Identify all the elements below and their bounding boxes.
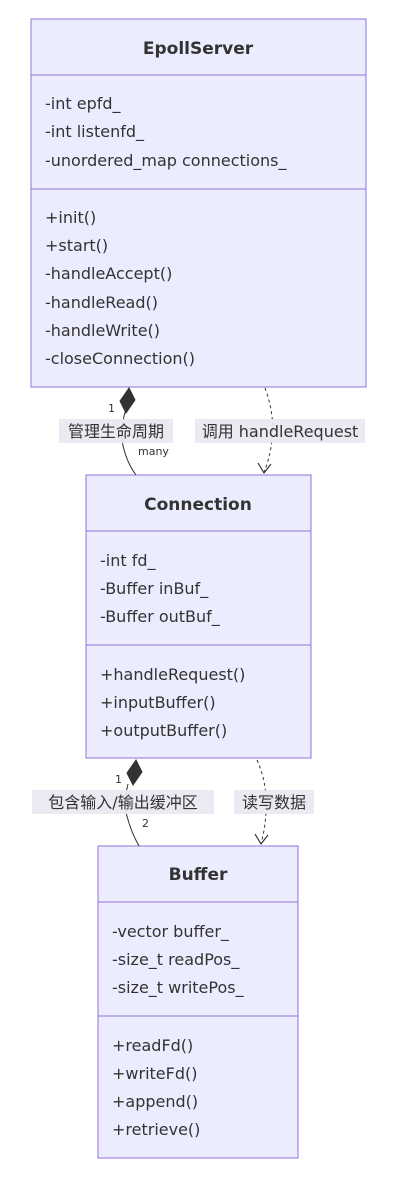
class-buffer-method: +append(): [112, 1092, 198, 1111]
composition-diamond-icon: [126, 759, 143, 786]
multiplicity-label: 1: [108, 402, 115, 415]
class-buffer-method: +readFd(): [112, 1036, 193, 1055]
class-epollserver-method: -handleRead(): [45, 293, 158, 312]
edge-connection-rw: 读写数据: [234, 759, 314, 846]
class-epollserver-attr: -int epfd_: [45, 94, 122, 114]
dependency-arrow-icon: [257, 462, 272, 475]
dependency-arrow-icon: [254, 833, 269, 846]
class-epollserver-method: +init(): [45, 208, 96, 227]
class-connection-method: +handleRequest(): [100, 665, 245, 684]
class-buffer-attr: -vector buffer_: [112, 922, 230, 942]
class-epollserver-attr: -unordered_map connections_: [45, 151, 287, 171]
edge-label: 管理生命周期: [68, 422, 164, 441]
multiplicity-label: many: [138, 445, 169, 458]
edge-label: 调用 handleRequest: [202, 422, 359, 441]
class-connection-attr: -int fd_: [100, 551, 157, 571]
class-connection-attr: -Buffer inBuf_: [100, 579, 209, 599]
class-epollserver-title: EpollServer: [143, 39, 254, 59]
class-buffer-method: +writeFd(): [112, 1064, 197, 1083]
class-connection-box: [85, 474, 312, 759]
multiplicity-label: 1: [115, 773, 122, 786]
class-connection-title: Connection: [144, 495, 252, 515]
class-epollserver-attr: -int listenfd_: [45, 122, 145, 142]
class-buffer-title: Buffer: [169, 865, 228, 885]
edge-label: 包含输入/输出缓冲区: [48, 793, 197, 812]
class-connection-method: +outputBuffer(): [100, 721, 227, 740]
class-buffer-attr: -size_t writePos_: [112, 978, 245, 998]
edge-label-bg: [59, 419, 173, 443]
edge-epoll-calls: 调用 handleRequest: [195, 387, 365, 475]
class-epollserver-method: -handleWrite(): [45, 321, 160, 340]
class-epollserver-method: -closeConnection(): [45, 349, 195, 368]
class-epollserver-method: +start(): [45, 236, 108, 255]
edge-label: 读写数据: [242, 793, 306, 812]
class-connection[interactable]: Connection -int fd_ -Buffer inBuf_ -Buff…: [85, 474, 312, 759]
multiplicity-label: 2: [142, 817, 149, 830]
class-epollserver-box: [30, 18, 367, 388]
edge-connection-buffer: 1 2 包含输入/输出缓冲区: [32, 759, 214, 847]
class-connection-method: +inputBuffer(): [100, 693, 216, 712]
edge-epoll-connection: 1 many 管理生命周期: [59, 387, 173, 476]
composition-diamond-icon: [119, 387, 136, 414]
edge-label-bg: [195, 419, 365, 443]
class-epollserver-method: -handleAccept(): [45, 264, 172, 283]
class-epollserver[interactable]: EpollServer -int epfd_ -int listenfd_ -u…: [30, 18, 367, 388]
class-buffer[interactable]: Buffer -vector buffer_ -size_t readPos_ …: [97, 845, 299, 1159]
edge-label-bg: [234, 790, 314, 814]
class-buffer-box: [97, 845, 299, 1159]
class-buffer-attr: -size_t readPos_: [112, 950, 240, 970]
edge-label-bg: [32, 790, 214, 814]
class-buffer-method: +retrieve(): [112, 1120, 200, 1139]
class-connection-attr: -Buffer outBuf_: [100, 607, 221, 627]
